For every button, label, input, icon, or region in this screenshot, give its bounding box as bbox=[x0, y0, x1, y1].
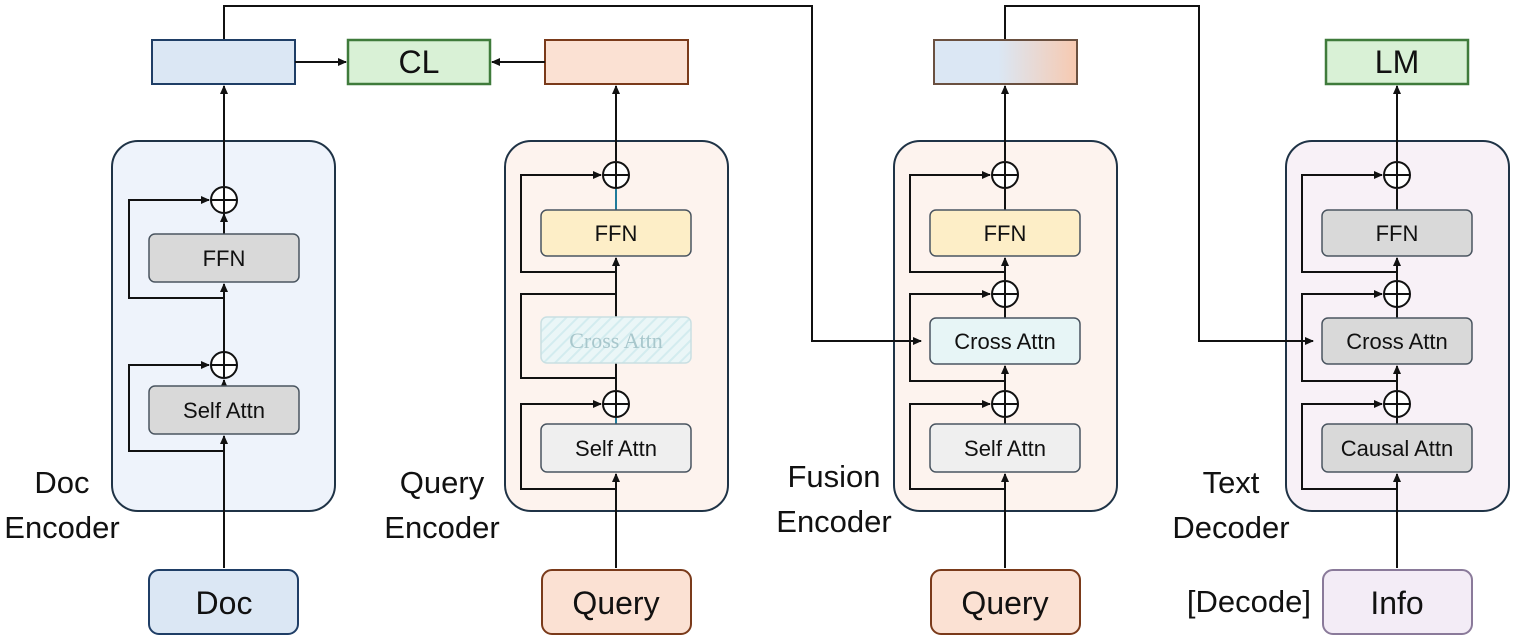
query-input-label: Query bbox=[572, 585, 659, 621]
decoder-cross-attn-block bbox=[1321, 317, 1473, 365]
doc-encoder-label-line2: Encoder bbox=[4, 510, 119, 545]
fusion-ffn-block bbox=[929, 209, 1081, 257]
query-input-box bbox=[541, 569, 692, 635]
fusion-embedding-box bbox=[933, 39, 1078, 85]
text-decoder-label-line2: Decoder bbox=[1172, 510, 1289, 545]
lm-box bbox=[1324, 38, 1470, 86]
fusion-to-decoder-connector bbox=[1004, 5, 1314, 345]
doc-input-box bbox=[148, 569, 299, 635]
decoder-causal-attn-block bbox=[1321, 423, 1473, 473]
doc-to-fusion-connector bbox=[223, 5, 922, 345]
decoder-causal-attn-label: Causal Attn bbox=[1341, 436, 1454, 461]
doc-embedding-box bbox=[151, 39, 296, 85]
fusion-self-attn-block bbox=[929, 423, 1081, 473]
doc-input-label: Doc bbox=[196, 585, 253, 621]
query-cross-attn-block-disabled bbox=[540, 316, 692, 364]
decoder-ffn-label: FFN bbox=[1376, 221, 1419, 246]
query-self-attn-block bbox=[540, 423, 692, 473]
fusion-cross-attn-block bbox=[929, 317, 1081, 365]
cl-box bbox=[346, 38, 492, 86]
info-input-box bbox=[1322, 569, 1473, 635]
info-input-label: Info bbox=[1370, 585, 1423, 621]
doc-encoder-label-line1: Doc bbox=[34, 465, 89, 500]
query-encoder: Self Attn Cross Attn FFN bbox=[520, 85, 692, 568]
fusion-ffn-label: FFN bbox=[984, 221, 1027, 246]
query-embedding-box bbox=[544, 39, 689, 85]
text-decoder-label-line1: Text bbox=[1203, 465, 1260, 500]
text-decoder: Causal Attn Cross Attn FFN bbox=[1301, 85, 1473, 568]
fusion-self-attn-label: Self Attn bbox=[964, 436, 1046, 461]
lm-label: LM bbox=[1375, 44, 1419, 80]
query-encoder-label-line2: Encoder bbox=[384, 510, 499, 545]
fusion-encoder: Self Attn Cross Attn FFN bbox=[909, 85, 1081, 568]
query-self-attn-label: Self Attn bbox=[575, 436, 657, 461]
decoder-ffn-block bbox=[1321, 209, 1473, 257]
doc-self-attn-block bbox=[148, 385, 300, 435]
fusion-query-input-label: Query bbox=[961, 585, 1048, 621]
fusion-encoder-label-line1: Fusion bbox=[787, 459, 880, 494]
query-cross-attn-label: Cross Attn bbox=[569, 328, 663, 353]
query-encoder-label-line1: Query bbox=[400, 465, 485, 500]
query-ffn-label: FFN bbox=[595, 221, 638, 246]
fusion-cross-attn-label: Cross Attn bbox=[954, 329, 1055, 354]
decode-token-label: [Decode] bbox=[1187, 584, 1311, 619]
fusion-query-input-box bbox=[930, 569, 1081, 635]
fusion-encoder-label-line2: Encoder bbox=[776, 504, 891, 539]
doc-encoder: Self Attn FFN bbox=[128, 85, 300, 568]
doc-self-attn-label: Self Attn bbox=[183, 398, 265, 423]
cl-label: CL bbox=[399, 44, 440, 80]
doc-ffn-label: FFN bbox=[203, 246, 246, 271]
decoder-cross-attn-label: Cross Attn bbox=[1346, 329, 1447, 354]
query-ffn-block bbox=[540, 209, 692, 257]
doc-ffn-block bbox=[148, 233, 300, 283]
